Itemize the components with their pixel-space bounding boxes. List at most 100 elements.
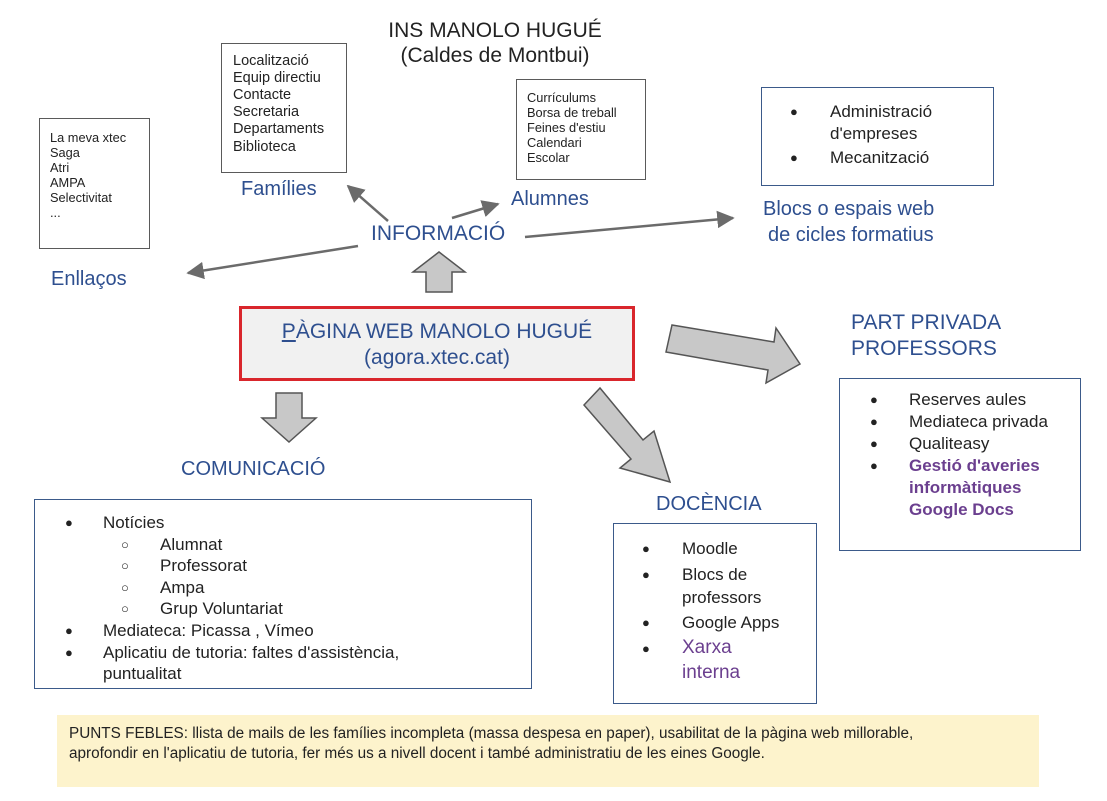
sub-item-text: Grup Voluntariat bbox=[160, 599, 283, 619]
list-item: ● Mediateca: Picassa , Vímeo bbox=[65, 620, 531, 642]
bullet-icon: ● bbox=[642, 641, 650, 656]
title-line-1: INS MANOLO HUGUÉ bbox=[388, 19, 602, 42]
families-list: Localització Equip directiu Contacte Sec… bbox=[233, 53, 346, 156]
list-item: ○ Ampa bbox=[65, 577, 531, 599]
comunicacio-box: ● Notícies ○ Alumnat ○ Professorat ○ Amp… bbox=[34, 499, 532, 689]
arrow-to-alumnes bbox=[451, 200, 500, 220]
families-box: Localització Equip directiu Contacte Sec… bbox=[221, 43, 347, 173]
bullet-icon: ● bbox=[65, 644, 73, 660]
block-arrow-right bbox=[665, 324, 802, 385]
list-item: Atri bbox=[50, 160, 70, 176]
cicles-box: ● Administració d'empreses ● Mecanitzaci… bbox=[761, 87, 994, 186]
punts-febles-note: PUNTS FEBLES: llista de mails de les fam… bbox=[57, 715, 1039, 787]
noticies-text: Notícies bbox=[103, 513, 165, 532]
punts-febles-line-2: aprofondir en l'aplicatiu de tutoria, fe… bbox=[69, 745, 765, 762]
privada-item-text: Qualiteasy bbox=[909, 434, 990, 453]
mediateca-text: Mediateca: Picassa , Vímeo bbox=[103, 620, 314, 640]
list-item: Feines d'estiu bbox=[527, 120, 606, 136]
list-item: ● Blocs de professors bbox=[642, 563, 816, 609]
list-item: Contacte bbox=[233, 87, 292, 104]
bullet-icon: ● bbox=[790, 150, 798, 165]
docencia-item-text: Google Apps bbox=[682, 613, 780, 632]
list-item: ○ Professorat bbox=[65, 555, 531, 577]
privada-item-text: Mediateca privada bbox=[909, 412, 1048, 431]
bullet-icon: ● bbox=[65, 515, 73, 530]
list-item: Borsa de treball bbox=[527, 105, 617, 121]
bullet-icon: ● bbox=[870, 392, 878, 407]
list-item: Saga bbox=[50, 145, 80, 161]
main-line-2: (agora.xtec.cat) bbox=[364, 346, 510, 369]
main-link-letter[interactable]: P bbox=[281, 320, 296, 343]
cicles-list: ● Administració d'empreses ● Mecanitzaci… bbox=[790, 101, 993, 171]
circle-bullet-icon: ○ bbox=[121, 536, 129, 552]
bullet-icon: ● bbox=[870, 414, 878, 429]
docencia-item-text: Moodle bbox=[682, 539, 738, 558]
alumnes-label: Alumnes bbox=[511, 188, 589, 210]
list-item: ● Moodle bbox=[642, 537, 816, 561]
main-web-box: PÀGINA WEB MANOLO HUGUÉ (agora.xtec.cat) bbox=[239, 306, 635, 381]
enllacos-label: Enllaços bbox=[51, 268, 127, 290]
list-item: Departaments bbox=[233, 121, 325, 138]
circle-bullet-icon: ○ bbox=[121, 579, 129, 595]
cicles-item-text: Administració bbox=[830, 102, 933, 121]
bullet-icon: ● bbox=[642, 541, 650, 556]
list-item: Calendari bbox=[527, 135, 582, 151]
list-item: ● Reserves aules bbox=[870, 389, 1080, 411]
block-arrow-down-right bbox=[582, 386, 672, 484]
bullet-icon: ● bbox=[642, 615, 650, 630]
title-line-2: (Caldes de Montbui) bbox=[400, 44, 590, 67]
list-item: Selectivitat bbox=[50, 190, 112, 206]
privada-highlight-line: informàtiques bbox=[909, 478, 1022, 497]
privada-label-line-1: PART PRIVADA bbox=[851, 311, 1002, 334]
families-label: Famílies bbox=[241, 178, 317, 200]
docencia-item-text: professors bbox=[682, 588, 762, 607]
docencia-highlight-line: interna bbox=[682, 662, 741, 683]
diagram-title: INS MANOLO HUGUÉ (Caldes de Montbui) bbox=[340, 18, 650, 68]
enllacos-list: La meva xtec Saga Atri AMPA Selectivitat… bbox=[50, 130, 149, 221]
block-arrow-down bbox=[260, 392, 318, 444]
list-item: Localització bbox=[233, 53, 309, 69]
main-line-1-rest: ÀGINA WEB MANOLO HUGUÉ bbox=[295, 320, 593, 343]
sub-item-text: Ampa bbox=[160, 577, 205, 597]
aplicatiu-line-2: puntualitat bbox=[103, 664, 182, 684]
circle-bullet-icon: ○ bbox=[121, 558, 129, 574]
arrow-to-cicles bbox=[524, 210, 735, 239]
list-item: ○ Alumnat bbox=[65, 534, 531, 556]
list-item: Currículums bbox=[527, 90, 596, 105]
privada-highlight-line: Google Docs bbox=[909, 500, 1014, 519]
bullet-icon: ● bbox=[870, 458, 878, 473]
list-item: AMPA bbox=[50, 175, 86, 191]
docencia-label: DOCÈNCIA bbox=[656, 493, 762, 515]
aplicatiu-line-1: Aplicatiu de tutoria: faltes d'assistènc… bbox=[103, 642, 400, 662]
block-arrow-up bbox=[410, 251, 468, 293]
sub-item-text: Alumnat bbox=[160, 534, 223, 554]
privada-label: PART PRIVADA PROFESSORS bbox=[851, 310, 1001, 362]
privada-label-line-2: PROFESSORS bbox=[851, 337, 997, 360]
list-item: ● Administració bbox=[790, 101, 993, 123]
docencia-box: ● Moodle ● Blocs de professors ● Google … bbox=[613, 523, 817, 704]
list-item: ○ Grup Voluntariat bbox=[65, 598, 531, 620]
cicles-label-line-1: Blocs o espais web bbox=[763, 198, 935, 220]
list-item: La meva xtec bbox=[50, 130, 127, 145]
list-item: d'empreses bbox=[790, 123, 993, 145]
list-item: Biblioteca bbox=[233, 138, 296, 155]
privada-item-text: Reserves aules bbox=[909, 390, 1027, 409]
cicles-label: Blocs o espais web de cicles formatius bbox=[763, 196, 934, 248]
enllacos-box: La meva xtec Saga Atri AMPA Selectivitat… bbox=[39, 118, 150, 249]
cicles-label-line-2: de cicles formatius bbox=[768, 224, 934, 246]
docencia-item-text: Blocs de bbox=[682, 565, 748, 584]
circle-bullet-icon: ○ bbox=[121, 601, 129, 617]
informacio-label: INFORMACIÓ bbox=[371, 222, 506, 245]
list-item: ● Mecanització bbox=[790, 145, 993, 171]
alumnes-box: Currículums Borsa de treball Feines d'es… bbox=[516, 79, 646, 180]
cicles-item-text: Mecanització bbox=[830, 148, 930, 167]
list-item: Escolar bbox=[527, 150, 570, 166]
list-item: ... bbox=[50, 205, 61, 221]
alumnes-list: Currículums Borsa de treball Feines d'es… bbox=[527, 90, 645, 165]
bullet-icon: ● bbox=[790, 104, 798, 119]
main-line-1: PÀGINA WEB MANOLO HUGUÉ bbox=[242, 319, 632, 345]
list-item: Secretaria bbox=[233, 104, 300, 121]
bullet-icon: ● bbox=[870, 436, 878, 451]
list-item: ● Mediateca privada bbox=[870, 411, 1080, 433]
